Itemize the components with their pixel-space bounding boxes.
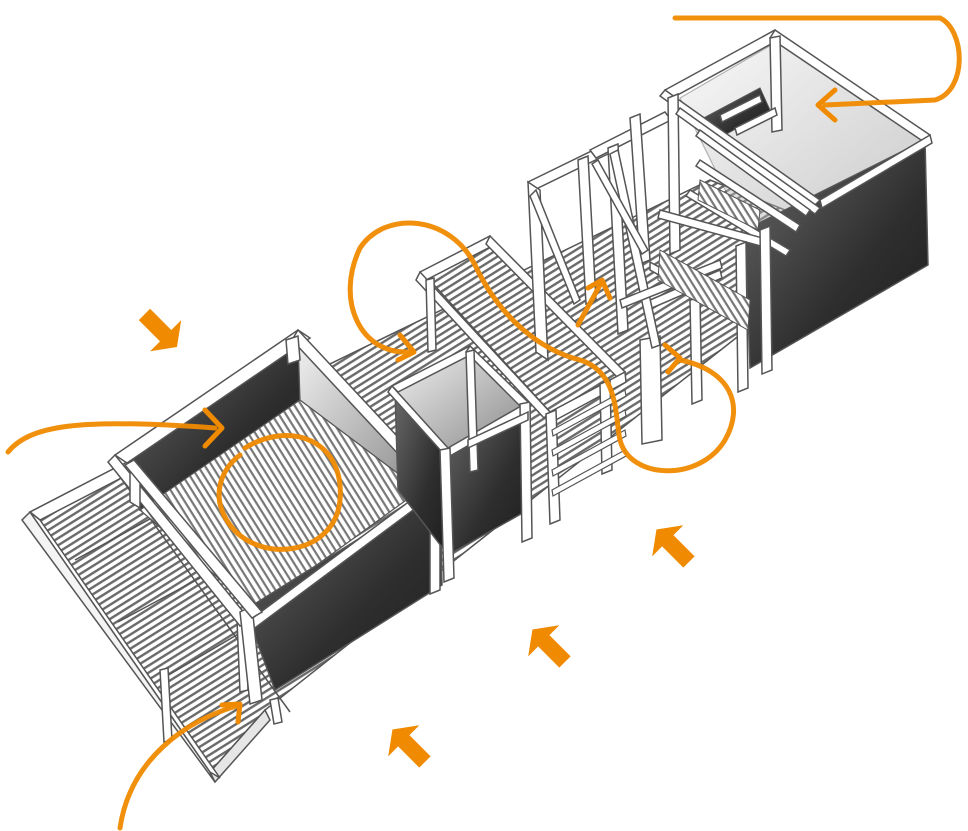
circulation-paths bbox=[5, 15, 962, 831]
braced-frame bbox=[526, 111, 723, 445]
flow-arrow-icon bbox=[202, 87, 838, 725]
flow-path-s-curve bbox=[347, 220, 736, 474]
flow-path-up bbox=[575, 282, 603, 328]
flow-path-bottom bbox=[117, 702, 243, 831]
tall-box bbox=[657, 28, 933, 394]
flow-path-top bbox=[672, 15, 962, 108]
flow-path-box-loop bbox=[216, 433, 343, 552]
small-frame-box bbox=[387, 344, 533, 584]
wind-arrow-icon bbox=[388, 725, 431, 768]
wind-arrow-icon bbox=[138, 308, 182, 352]
flow-path-left bbox=[5, 421, 218, 455]
open-box bbox=[106, 328, 443, 706]
wind-arrow-icon bbox=[528, 625, 571, 668]
wind-arrow-icon bbox=[652, 525, 695, 568]
